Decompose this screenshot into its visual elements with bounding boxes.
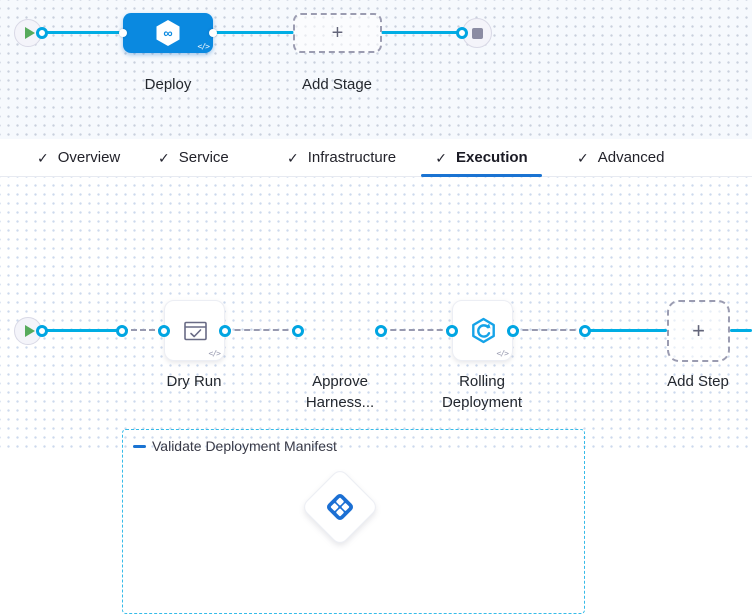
tab-label: Infrastructure — [307, 149, 397, 166]
step-label: Dry Run — [166, 373, 222, 390]
add-stage-label: Add Stage — [301, 76, 373, 93]
check-icon: ✓ — [158, 149, 170, 166]
connector-port — [36, 325, 48, 337]
connector-line-dashed — [225, 329, 298, 331]
stage-label: Deploy — [144, 76, 192, 93]
plus-icon: + — [331, 22, 344, 44]
connector-line-dashed — [513, 329, 585, 331]
connector-line — [42, 329, 122, 332]
play-icon — [25, 325, 35, 337]
connector-line-dashed — [381, 329, 452, 331]
connector-port — [446, 325, 458, 337]
stage-pipeline-canvas: ∞ </> + Deploy Add Stage — [0, 0, 752, 139]
connector-port — [507, 325, 519, 337]
connector-port — [579, 325, 591, 337]
check-icon: ✓ — [577, 149, 589, 166]
step-group-header: Validate Deployment Manifest — [133, 438, 337, 454]
rolling-deployment-icon — [472, 317, 495, 344]
yaml-code-icon[interactable]: </> — [197, 42, 210, 51]
step-node-dry-run[interactable]: </> — [164, 300, 225, 361]
execution-graph-canvas: Validate Deployment Manifest </> — [0, 177, 752, 614]
plus-icon: + — [692, 318, 705, 343]
connector-line — [585, 329, 667, 332]
step-group-title: Validate Deployment Manifest — [152, 438, 337, 454]
add-step-label: Add Step — [667, 373, 729, 390]
stage-config-tabbar: ✓ Overview ✓ Service ✓ Infrastructure ✓ … — [0, 139, 752, 177]
check-icon: ✓ — [435, 149, 448, 166]
connector-port — [119, 29, 127, 37]
tab-execution[interactable]: ✓ Execution — [421, 139, 542, 177]
connector-line — [42, 31, 124, 34]
step-label: Rolling Deployment — [441, 373, 523, 411]
connector-line — [212, 31, 294, 34]
connector-line — [381, 31, 465, 34]
collapse-group-icon[interactable] — [133, 445, 146, 448]
connector-port — [456, 27, 468, 39]
tab-infrastructure[interactable]: ✓ Infrastructure — [287, 139, 396, 176]
add-step-button[interactable]: + — [667, 300, 730, 362]
stage-node-deploy[interactable]: ∞ </> — [119, 13, 217, 53]
dry-run-icon — [184, 321, 207, 341]
harness-cd-icon: ∞ — [156, 20, 180, 46]
tab-label: Overview — [57, 149, 121, 166]
yaml-code-icon[interactable]: </> — [496, 349, 509, 358]
connector-port — [36, 27, 48, 39]
tab-label: Advanced — [597, 149, 665, 166]
connector-line — [730, 329, 752, 332]
connector-port — [209, 29, 217, 37]
tab-advanced[interactable]: ✓ Advanced — [577, 139, 664, 176]
tab-label: Service — [178, 149, 229, 166]
connector-line-dashed — [122, 329, 164, 331]
connector-port — [116, 325, 128, 337]
connector-port — [158, 325, 170, 337]
tab-label: Execution — [456, 149, 528, 166]
step-label: Approve Harness... — [305, 373, 375, 411]
play-icon — [25, 27, 35, 39]
tab-service[interactable]: ✓ Service — [158, 139, 229, 176]
connector-port — [375, 325, 387, 337]
stop-icon — [471, 27, 483, 39]
step-node-rolling-deployment[interactable]: </> — [452, 300, 513, 361]
connector-port — [292, 325, 304, 337]
check-icon: ✓ — [287, 149, 299, 166]
add-stage-button[interactable]: + — [293, 13, 382, 53]
tab-overview[interactable]: ✓ Overview — [37, 139, 120, 176]
connector-port — [219, 325, 231, 337]
check-icon: ✓ — [37, 149, 49, 166]
svg-text:∞: ∞ — [163, 26, 172, 41]
yaml-code-icon[interactable]: </> — [208, 349, 221, 358]
